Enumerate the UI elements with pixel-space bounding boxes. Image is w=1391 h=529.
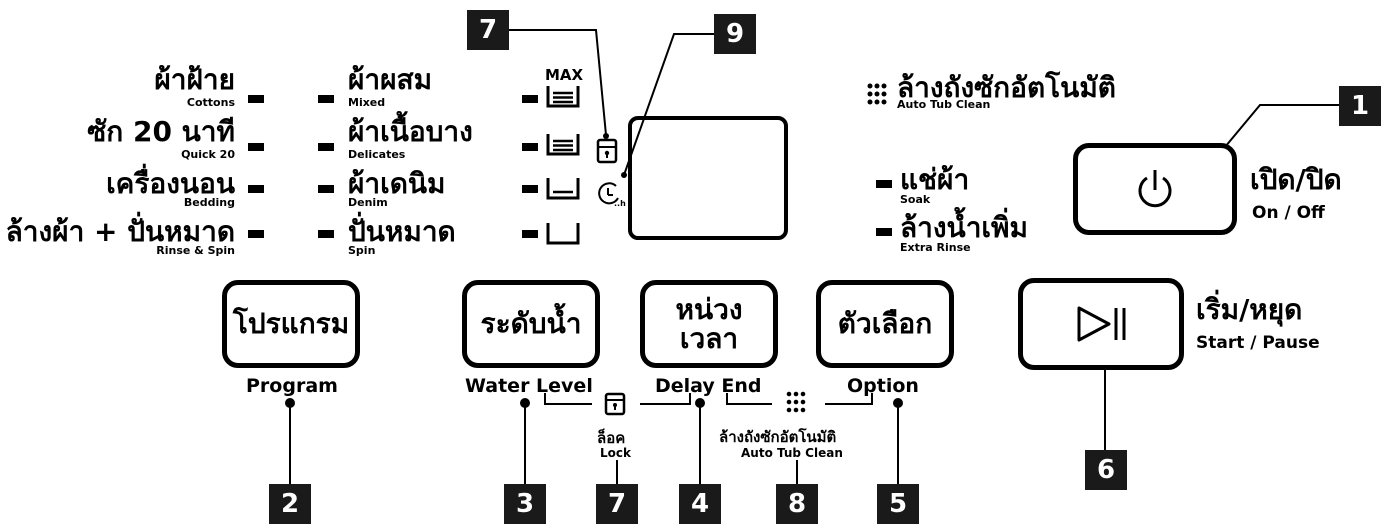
led-bedding [248,185,264,193]
delay-end-button-en: Delay End [655,375,762,397]
led-cottons [248,95,264,103]
led-soak [876,180,892,188]
power-label-en: On / Off [1252,203,1325,223]
callout-7-top: 7 [467,10,509,50]
option-button-label: ตัวเลือก [837,307,933,341]
callout-6: 6 [1085,450,1127,490]
auto-tub-clean-dots-icon [867,83,887,105]
option-button-en: Option [847,375,919,397]
led-spin [318,230,334,238]
water-level-button-en: Water Level [465,375,593,397]
program-button[interactable]: โปรแกรม [222,280,360,368]
auto-tub-clean-combo-icon [786,391,806,413]
program-spin-th: ปั่นหมาด [348,215,456,248]
led-water-high [522,143,538,151]
program-denim-th: ผ้าเดนิม [348,167,446,200]
option-soak-en: Soak [900,193,931,206]
program-rinse-spin-en: Rinse & Spin [156,244,235,257]
play-pause-icon [1077,306,1126,342]
option-extra-rinse-en: Extra Rinse [900,241,971,254]
program-cottons-en: Cottons [186,96,235,109]
lock-combo-icon [604,392,626,416]
program-rinse-spin-th: ล้างผ้า + ปั่นหมาด [5,215,235,248]
led-delicates [318,143,334,151]
water-level-button-label: ระดับน้ำ [480,307,582,341]
callout-8: 8 [776,484,818,524]
combo-auto-tub-clean-en: Auto Tub Clean [741,446,843,460]
lcd-display [628,116,788,240]
lock-label-th: ล็อค [597,429,626,447]
led-mixed [318,95,334,103]
water-level-low-icon [546,223,580,245]
water-level-high-icon [546,134,580,156]
program-button-en: Program [246,375,338,397]
water-level-max-icon [546,86,580,108]
program-button-label: โปรแกรม [232,307,350,341]
led-denim [318,185,334,193]
program-bedding-th: เครื่องนอน [106,167,235,200]
callout-9: 9 [714,14,756,54]
auto-tub-clean-th: ล้างถังซักอัตโนมัติ [897,71,1116,104]
program-spin-en: Spin [348,244,376,257]
auto-tub-clean-en: Auto Tub Clean [897,98,991,111]
power-label-th: เปิด/ปิด [1250,163,1342,196]
option-button[interactable]: ตัวเลือก [816,280,954,368]
water-level-mid-icon [546,178,580,200]
program-delicates-en: Delicates [348,148,406,161]
callout-4: 4 [679,484,721,524]
lock-icon [596,138,618,164]
callout-3: 3 [504,484,546,524]
callout-5: 5 [877,484,919,524]
combo-auto-tub-clean-th: ล้างถังซักอัตโนมัติ [719,428,837,446]
callout-7-bottom: 7 [596,484,638,524]
callout-1: 1 [1339,86,1381,126]
program-denim-en: Denim [348,196,388,209]
power-icon [1138,170,1172,208]
option-soak-th: แช่ผ้า [900,163,970,196]
program-quick20-th: ซัก 20 นาที [87,115,235,148]
start-label-en: Start / Pause [1196,333,1320,353]
water-level-max-label: MAX [545,66,584,84]
delay-end-button[interactable]: หน่วง เวลา [640,280,778,368]
program-delicates-th: ผ้าเนื้อบาง [348,115,473,148]
timer-suffix: ..h [614,199,626,208]
timer-icon: ..h [598,182,626,208]
led-water-max [522,95,538,103]
program-mixed-th: ผ้าผสม [348,63,433,96]
callout-2: 2 [269,484,311,524]
led-water-low [522,230,538,238]
program-quick20-en: Quick 20 [181,148,235,161]
led-rinse-spin [248,230,264,238]
start-label-th: เริ่ม/หยุด [1196,293,1303,326]
led-extra-rinse [876,228,892,236]
led-water-mid [522,185,538,193]
start-pause-button[interactable] [1018,278,1184,370]
program-cottons-th: ผ้าฝ้าย [154,63,235,96]
program-bedding-en: Bedding [183,196,235,209]
option-extra-rinse-th: ล้างน้ำเพิ่ม [900,211,1028,244]
power-button[interactable] [1073,143,1237,235]
delay-end-button-label-2: เวลา [679,322,739,355]
water-level-button[interactable]: ระดับน้ำ [462,280,600,368]
led-quick20 [248,143,264,151]
program-mixed-en: Mixed [348,96,386,109]
lock-label-en: Lock [600,446,631,460]
delay-end-button-label-1: หน่วง [675,292,743,326]
